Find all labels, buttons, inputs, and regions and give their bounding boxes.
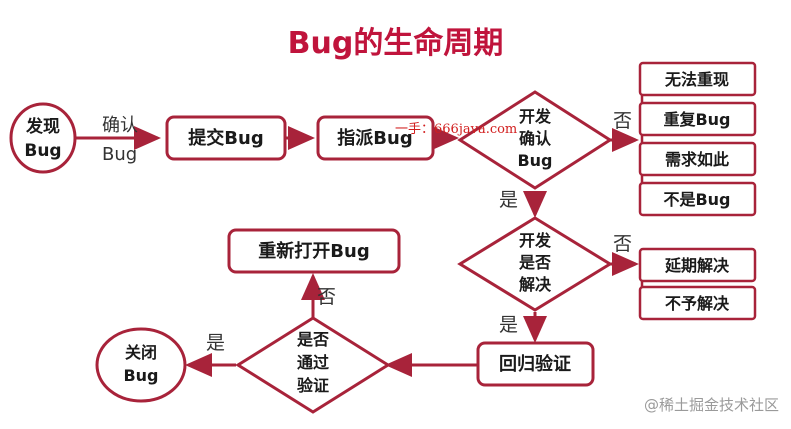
svg-text:重新打开Bug: 重新打开Bug (258, 240, 369, 262)
svg-text:是否: 是否 (518, 253, 551, 272)
reason-not-bug: 不是Bug (663, 190, 730, 209)
reason-cannot-reproduce: 无法重现 (664, 70, 729, 89)
node-discover-bug: 发现 Bug (9, 102, 77, 174)
svg-text:开发: 开发 (519, 231, 552, 250)
label-confirm-line1: 确认 (102, 115, 138, 136)
svg-text:提交Bug: 提交Bug (188, 127, 263, 149)
node-regression-verify: 回归验证 (476, 341, 595, 387)
label-no-confirm: 否 (613, 110, 632, 132)
node-dev-resolve: 开发 是否 解决 (457, 216, 613, 312)
svg-text:验证: 验证 (297, 376, 329, 395)
page-title: Bug的生命周期 (287, 26, 504, 61)
svg-text:解决: 解决 (519, 275, 552, 294)
svg-text:确认: 确认 (519, 129, 552, 148)
reason-by-design: 需求如此 (665, 150, 729, 169)
node-discover-line2: Bug (24, 141, 61, 161)
svg-text:指派Bug: 指派Bug (337, 127, 412, 149)
label-yes-resolve: 是 (499, 314, 518, 336)
svg-text:回归验证: 回归验证 (499, 353, 571, 375)
reasons-defer-list: 延期解决 不予解决 (638, 247, 757, 321)
node-passed-verification: 是否 通过 验证 (235, 316, 391, 414)
label-yes-passed: 是 (206, 332, 225, 354)
node-reopen-bug: 重新打开Bug (227, 228, 401, 274)
node-dev-confirm-bug: 开发 确认 Bug (457, 90, 613, 190)
node-close-bug: 关闭 Bug (95, 327, 187, 403)
svg-text:Bug: Bug (123, 366, 158, 385)
svg-text:通过: 通过 (297, 353, 329, 372)
edge-labels: 确认 Bug 否 是 否 是 是 否 (102, 110, 632, 354)
label-no-resolve: 否 (613, 233, 632, 255)
corner-watermark: @稀土掘金技术社区 (643, 396, 779, 414)
node-discover-line1: 发现 (25, 116, 60, 137)
node-assign-bug: 指派Bug (316, 115, 435, 161)
reason-wont-fix: 不予解决 (665, 294, 730, 313)
svg-text:关闭: 关闭 (125, 343, 157, 362)
reason-duplicate: 重复Bug (663, 110, 730, 129)
center-watermark: 一手：666java.com (395, 122, 518, 137)
svg-text:是否: 是否 (296, 330, 329, 349)
reasons-reject-list: 无法重现 重复Bug 需求如此 不是Bug (638, 61, 757, 217)
node-submit-bug: 提交Bug (165, 115, 287, 161)
label-yes-confirm: 是 (499, 189, 518, 211)
reason-deferred: 延期解决 (664, 256, 730, 275)
label-no-passed: 否 (317, 286, 336, 308)
svg-text:开发: 开发 (519, 107, 552, 126)
label-confirm-line2: Bug (102, 144, 137, 165)
svg-text:Bug: Bug (517, 151, 552, 170)
edges (74, 126, 639, 377)
